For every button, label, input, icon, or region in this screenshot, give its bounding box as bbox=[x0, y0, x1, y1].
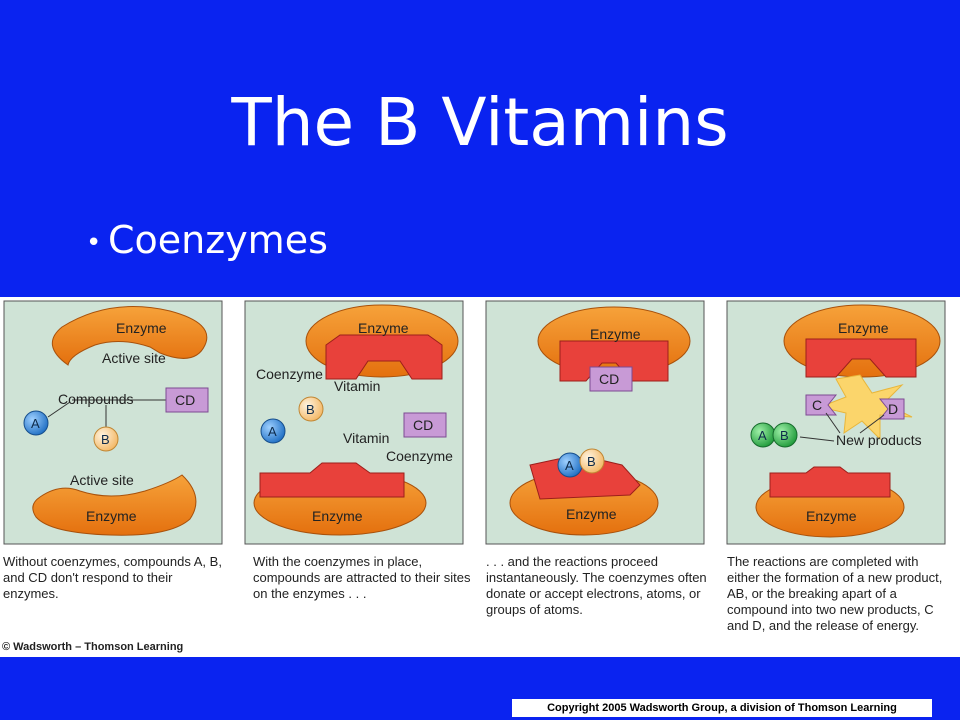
panel-1-enzyme-top-label: Enzyme bbox=[116, 320, 167, 336]
panel-2-coenzyme-top-label: Coenzyme bbox=[256, 366, 323, 382]
panel-1-compounds-label: Compounds bbox=[58, 391, 134, 407]
panel-3-compound-cd bbox=[589, 366, 633, 392]
panel-2-caption: With the coenzymes in place, compounds a… bbox=[253, 554, 471, 601]
panel-3-compound-a-label: A bbox=[565, 458, 574, 473]
panel-4-compound-b bbox=[772, 422, 798, 448]
panel-3-caption: . . . and the reactions proceed instanta… bbox=[486, 554, 707, 617]
panel-2-compound-a bbox=[260, 418, 286, 444]
panel-3-compound-b bbox=[579, 448, 605, 474]
panel-3-compound-b-label: B bbox=[587, 454, 596, 469]
panel-4-new-products-label: New products bbox=[836, 432, 922, 448]
panel-4-enzyme-top-label: Enzyme bbox=[838, 320, 889, 336]
coenzyme-figure: Enzyme Active site Compounds A B CD Acti… bbox=[0, 297, 960, 657]
panel-2-compound-cd bbox=[403, 412, 447, 438]
figure-illustration: Enzyme Active site Compounds A B CD Acti… bbox=[3, 300, 946, 545]
panel-3-enzyme-top-label: Enzyme bbox=[590, 326, 641, 342]
panel-4-product-c-label: C bbox=[812, 397, 822, 413]
panel-1: Enzyme Active site Compounds A B CD Acti… bbox=[23, 306, 209, 536]
panel-2-coenzyme-bottom bbox=[259, 462, 405, 498]
copyright-notice: Copyright 2005 Wadsworth Group, a divisi… bbox=[512, 699, 932, 717]
panel-1-active-site-top-label: Active site bbox=[102, 350, 166, 366]
panel-4: Enzyme C D A B New products Enzyme bbox=[750, 304, 941, 538]
panel-4-energy-burst bbox=[818, 374, 913, 441]
panel-2-coenzyme-top bbox=[325, 334, 443, 380]
panel-1-compound-b bbox=[93, 426, 119, 452]
panel-4-product-c bbox=[805, 394, 838, 416]
panel-1-enzyme-top bbox=[52, 306, 208, 366]
panel-3-coenzyme-top bbox=[559, 340, 669, 382]
panel-4-compound-b-label: B bbox=[780, 428, 789, 443]
panel-2-enzyme-bottom-label: Enzyme bbox=[312, 508, 363, 524]
panel-1-enzyme-bottom bbox=[32, 474, 197, 536]
panel-2-coenzyme-bottom-label: Coenzyme bbox=[386, 448, 453, 464]
panel-1-compound-a-label: A bbox=[31, 416, 40, 431]
panel-1-compound-cd-label: CD bbox=[175, 392, 195, 408]
panel-4-coenzyme-top bbox=[805, 338, 917, 378]
panel-4-compound-a-label: A bbox=[758, 428, 767, 443]
panel-3: Enzyme CD A B Enzyme bbox=[509, 306, 691, 536]
panel-4-product-d bbox=[878, 398, 905, 420]
panel-2-compound-a-label: A bbox=[268, 424, 277, 439]
panel-2-compound-b bbox=[298, 396, 324, 422]
panel-2-compound-b-label: B bbox=[306, 402, 315, 417]
panel-1-compound-b-label: B bbox=[101, 432, 110, 447]
panel-3-compound-cd-label: CD bbox=[599, 371, 619, 387]
panel-2-vitamin-top-label: Vitamin bbox=[334, 378, 380, 394]
panel-1-compound-cd bbox=[165, 387, 209, 413]
bullet-item: •Coenzymes bbox=[86, 212, 328, 271]
bullet-dot-icon: • bbox=[86, 227, 102, 258]
slide-title: The B Vitamins bbox=[231, 84, 729, 161]
figure-credit: © Wadsworth – Thomson Learning bbox=[2, 641, 184, 653]
panel-1-caption: Without coenzymes, compounds A, B, and C… bbox=[3, 554, 222, 601]
panel-3-enzyme-bottom-label: Enzyme bbox=[566, 506, 617, 522]
panel-4-coenzyme-bottom bbox=[769, 466, 891, 498]
panel-4-enzyme-bottom-label: Enzyme bbox=[806, 508, 857, 524]
panel-2: Enzyme Coenzyme Vitamin B A CD Vitamin C… bbox=[253, 304, 459, 536]
panel-1-enzyme-bottom-label: Enzyme bbox=[86, 508, 137, 524]
panel-1-active-site-bottom-label: Active site bbox=[70, 472, 134, 488]
panel-4-caption: The reactions are completed with either … bbox=[727, 554, 943, 633]
panel-1-compound-a bbox=[23, 410, 49, 436]
panel-2-compound-cd-label: CD bbox=[413, 417, 433, 433]
panel-2-enzyme-top-label: Enzyme bbox=[358, 320, 409, 336]
panel-2-vitamin-bottom-label: Vitamin bbox=[343, 430, 389, 446]
bullet-text: Coenzymes bbox=[108, 218, 328, 262]
panel-4-product-d-label: D bbox=[888, 401, 898, 417]
